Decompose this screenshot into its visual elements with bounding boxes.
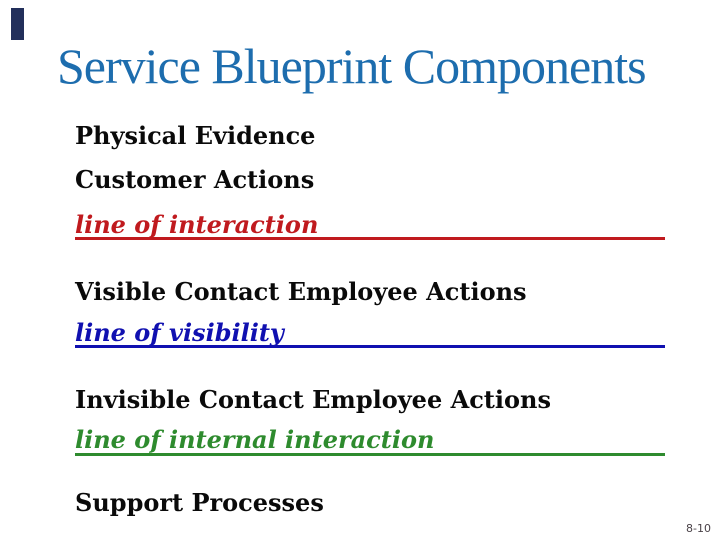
slide-accent-bar — [11, 8, 24, 40]
label-support-processes: Support Processes — [75, 488, 324, 517]
label-line-of-interaction: line of interaction — [75, 210, 319, 239]
label-visible-contact-employee-actions: Visible Contact Employee Actions — [75, 277, 527, 306]
label-line-of-visibility: line of visibility — [75, 318, 284, 347]
line-of-visibility-divider — [75, 345, 665, 348]
label-customer-actions: Customer Actions — [75, 165, 315, 194]
line-of-interaction-divider — [75, 237, 665, 240]
page-number: 8-10 — [686, 522, 711, 535]
slide-title: Service Blueprint Components — [57, 38, 647, 94]
label-line-of-internal-interaction: line of internal interaction — [75, 425, 435, 454]
label-physical-evidence: Physical Evidence — [75, 121, 316, 150]
line-of-internal-interaction-divider — [75, 453, 665, 456]
label-invisible-contact-employee-actions: Invisible Contact Employee Actions — [75, 385, 551, 414]
